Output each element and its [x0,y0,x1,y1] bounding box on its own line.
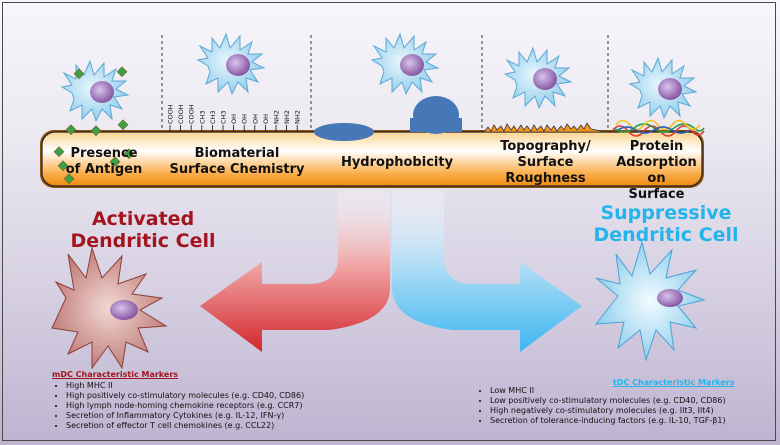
chem-group-label: COOH [167,104,175,124]
chem-group-label: CH3 [209,110,217,124]
factor-label-chemistry: Biomaterial Surface Chemistry [163,146,311,178]
title-line: Suppressive [600,202,732,224]
protein-adsorption-icon [611,119,705,137]
chem-group-label: OH [230,114,238,124]
flat-droplet [314,123,374,141]
chem-group-label: COOH [177,104,185,124]
marker-item: Low MHC II [490,386,776,396]
marker-item: Secretion of tolerance-inducing factors … [490,416,776,426]
activation-arrow [200,190,390,352]
chem-group-label: CH3 [198,110,206,124]
marker-item: High lymph node-homing chemokine recepto… [66,401,342,411]
factor-label-line: Surface [517,155,574,170]
factor-separators [161,35,609,190]
factor-label-line: Adsorption on [616,155,697,186]
factor-label-line: Topography/ [500,139,591,154]
dendritic-cell-icon [370,32,440,96]
tdc-markers: tDC Characteristic Markers Low MHC II Lo… [476,378,776,426]
marker-item: High positively co-stimulatory molecules… [66,391,342,401]
factor-label-topography: Topography/ Surface Roughness [483,139,608,187]
antigen-icons [53,66,135,185]
activated-dendritic-cell [51,246,168,370]
mdc-marker-list: High MHC II High positively co-stimulato… [52,381,342,431]
factor-label-hydrophobicity: Hydrophobicity [312,155,482,171]
suppressive-dc-title: Suppressive Dendritic Cell [566,202,766,246]
chem-group-label: COOH [188,104,196,124]
tdc-marker-list: Low MHC II Low positively co-stimulatory… [476,386,776,426]
figure-frame [2,2,776,441]
factor-label-line: Surface Chemistry [169,162,305,177]
dendritic-cell-icon [503,46,573,110]
title-line: Dendritic Cell [70,230,216,252]
factor-label-line: Surface [628,187,685,202]
activated-dc-title: Activated Dendritic Cell [48,208,238,252]
marker-item: Secretion of Inflammatory Cytokines (e.g… [66,411,342,421]
factor-label-line: Protein [629,139,684,154]
factor-label-line: Presence [70,146,138,161]
chem-group-label: NH2 [294,110,302,124]
factor-label-line: Biomaterial [194,146,280,161]
factor-label-line: Roughness [505,171,586,186]
mdc-markers-heading: mDC Characteristic Markers [52,370,179,379]
suppressive-dendritic-cell [594,240,706,362]
marker-item: Low positively co-stimulatory molecules … [490,396,776,406]
title-line: Dendritic Cell [593,224,739,246]
suppression-arrow [392,190,582,352]
rough-surface-icon [483,122,607,133]
factor-bar [40,130,704,188]
tdc-markers-heading: tDC Characteristic Markers [613,378,735,387]
chem-group-label: NH2 [283,110,291,124]
chem-group-label: OH [251,114,259,124]
chem-group-label: NH2 [273,110,281,124]
dendritic-cell-icon [60,59,130,123]
factor-label-line: of Antigen [65,162,143,177]
factor-label-protein: Protein Adsorption on Surface [609,139,704,203]
dendritic-cell-icon [196,32,266,96]
factor-label-line: Hydrophobicity [340,155,454,170]
marker-item: High negatively co-stimulatory molecules… [490,406,776,416]
marker-item: Secretion of effector T cell chemokines … [66,421,342,431]
dendritic-cell-icon [628,56,698,120]
chem-group-label: CH3 [220,110,228,124]
chem-group-label: OH [262,114,270,124]
marker-item: High MHC II [66,381,342,391]
mdc-markers: mDC Characteristic Markers High MHC II H… [52,370,342,431]
chem-group-label: OH [241,114,249,124]
title-line: Activated [91,208,195,230]
factor-label-antigen: Presence of Antigen [46,146,162,178]
